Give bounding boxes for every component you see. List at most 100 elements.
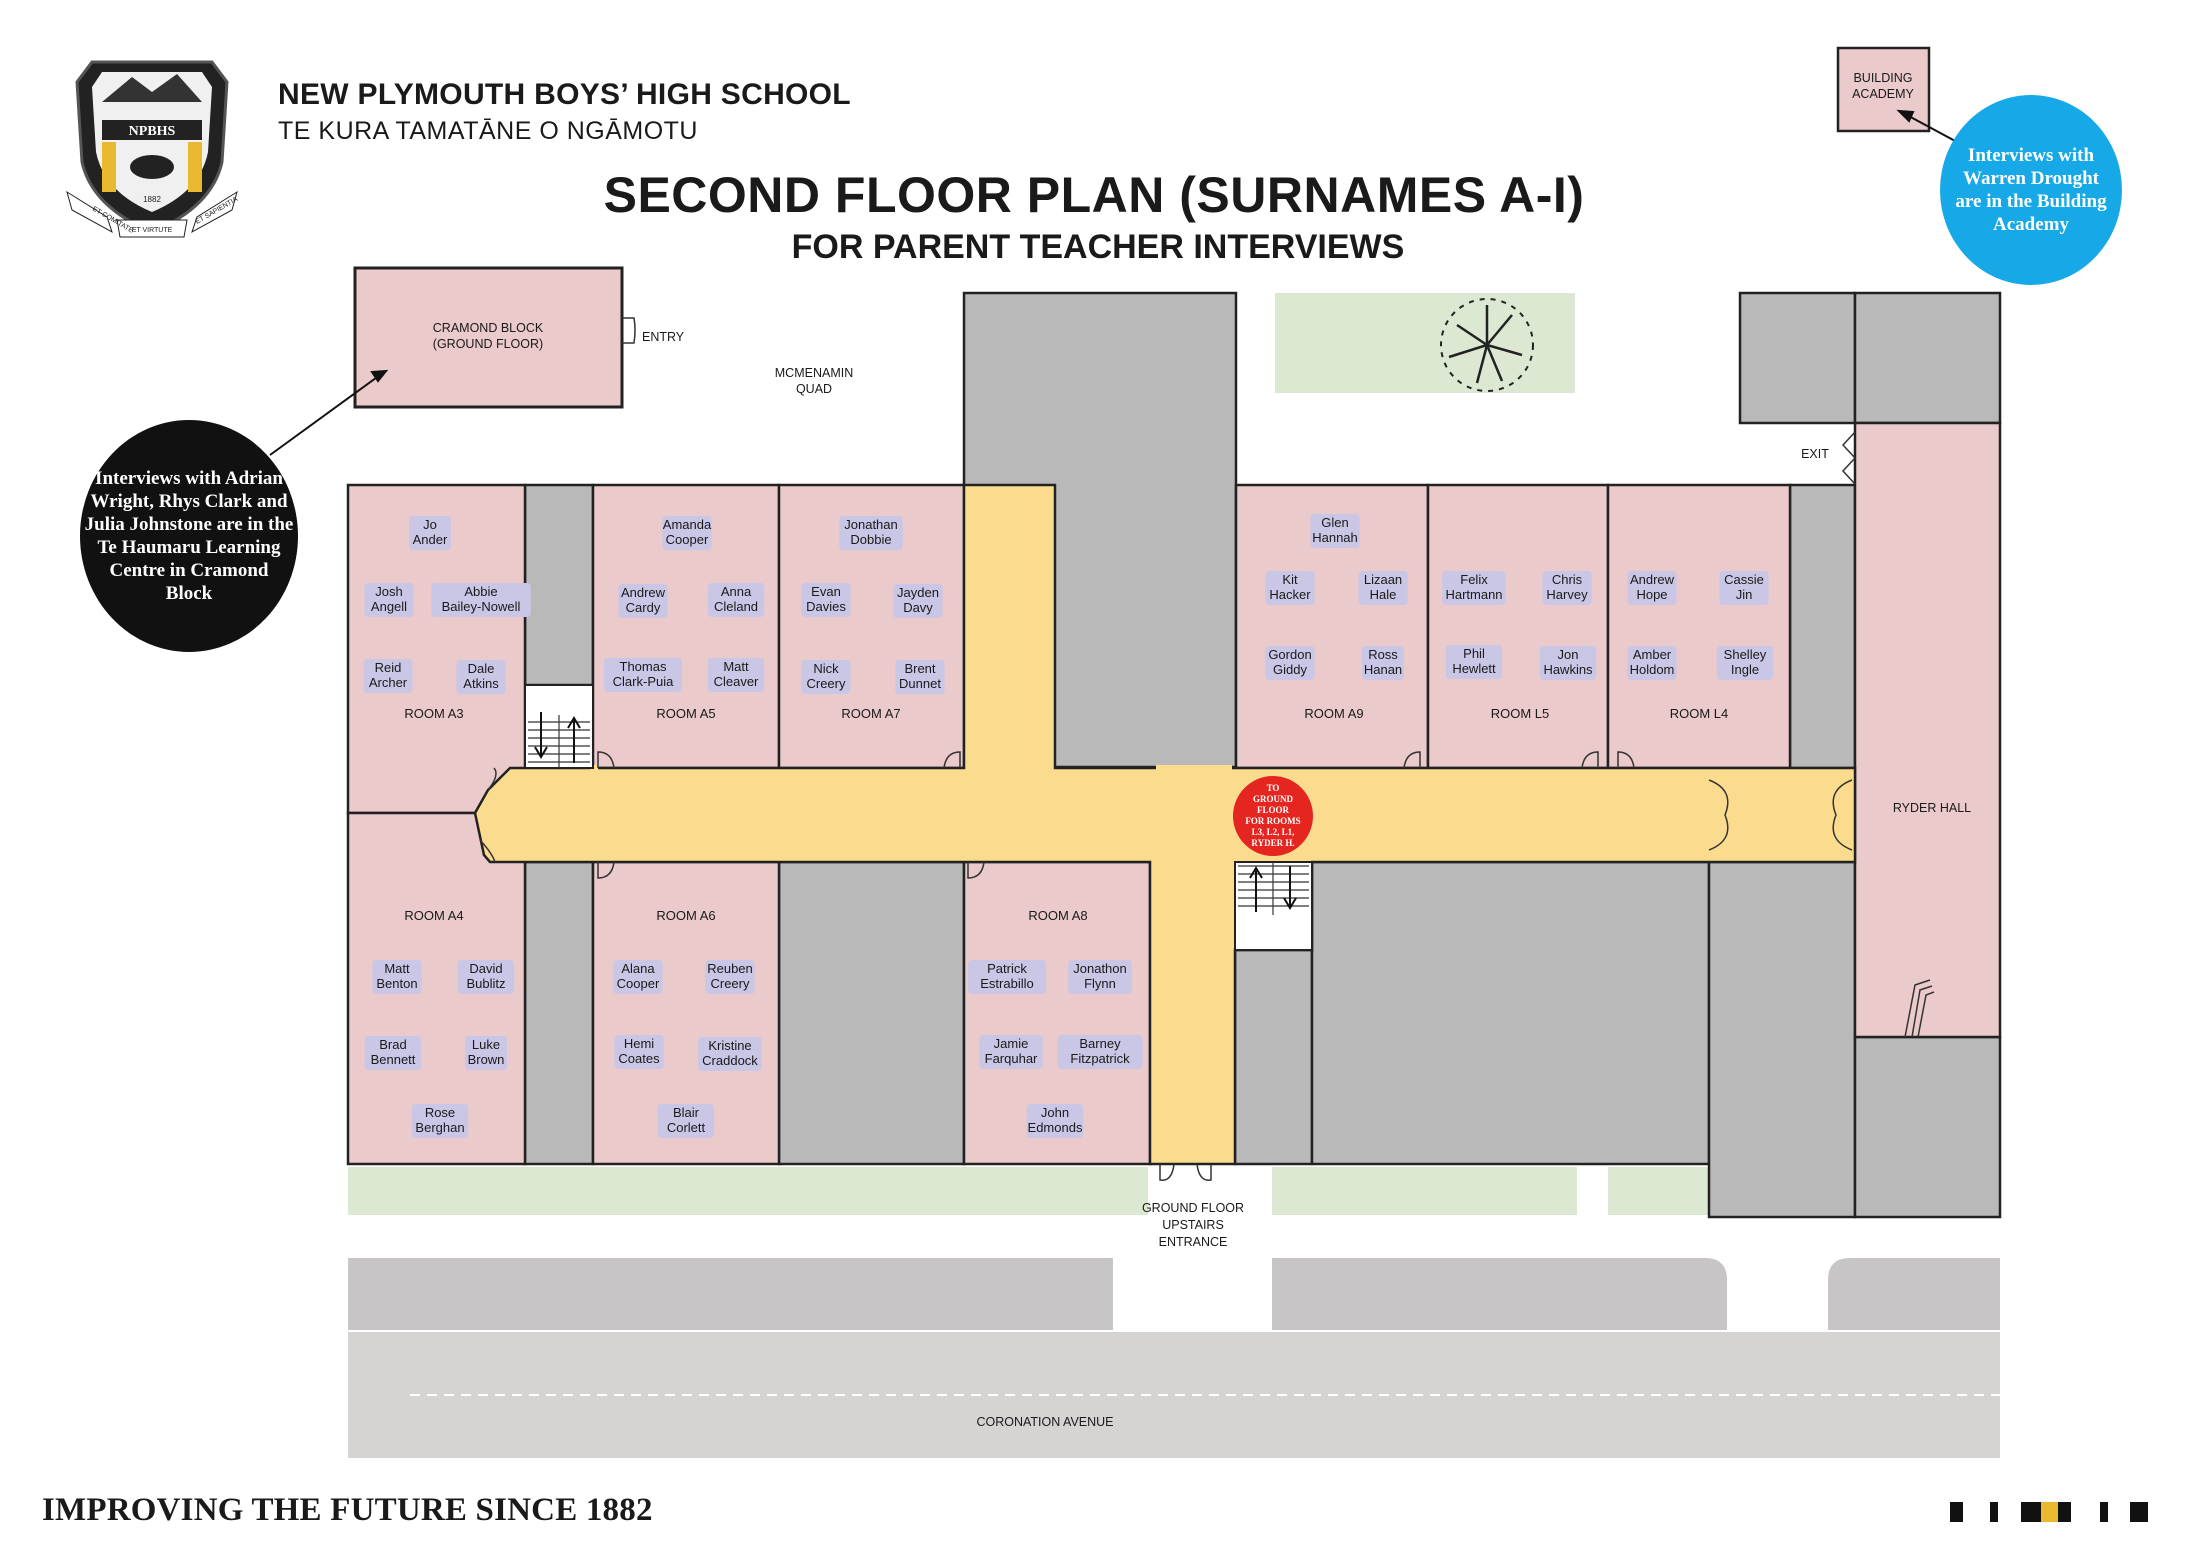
svg-text:FLOOR: FLOOR	[1257, 805, 1290, 815]
teacher-name: Matt	[723, 659, 749, 674]
grass-strip	[1608, 1167, 1708, 1215]
teacher-name: Cooper	[666, 532, 709, 547]
teacher-name: Luke	[472, 1037, 500, 1052]
teacher-name: Bublitz	[466, 976, 505, 991]
svg-text:GROUND: GROUND	[1253, 794, 1293, 804]
teacher-name: Ander	[413, 532, 448, 547]
teacher-name: David	[469, 961, 502, 976]
teacher-name: Phil	[1463, 646, 1485, 661]
teacher-name: Coates	[618, 1051, 660, 1066]
stairwell-block	[523, 483, 595, 687]
grass-strip	[348, 1167, 1148, 1215]
parking-area	[1828, 1258, 2000, 1330]
parking-area	[1272, 1258, 1727, 1330]
entry-label: ENTRY	[642, 330, 685, 344]
parking-area	[348, 1258, 1113, 1330]
room-label: ROOM A6	[656, 908, 715, 923]
cramond-label: CRAMOND BLOCK	[433, 321, 544, 335]
teacher-name: Dunnet	[899, 676, 941, 691]
entrance-label: UPSTAIRS	[1162, 1218, 1224, 1232]
teacher-name: Holdom	[1630, 662, 1675, 677]
teacher-name: Kit	[1282, 572, 1298, 587]
footer-tagline: IMPROVING THE FUTURE SINCE 1882	[42, 1492, 653, 1528]
teacher-name: Amanda	[663, 517, 712, 532]
ryder-hall-label: RYDER HALL	[1893, 801, 1971, 815]
crest-initials: NPBHS	[129, 124, 176, 139]
svg-text:RYDER H.: RYDER H.	[1251, 838, 1294, 848]
teacher-name: Brad	[379, 1037, 406, 1052]
teacher-name: Hale	[1370, 587, 1397, 602]
teacher-name: Farquhar	[985, 1051, 1038, 1066]
crest-year: 1882	[143, 195, 161, 204]
school-name: NEW PLYMOUTH BOYS’ HIGH SCHOOL	[278, 78, 851, 111]
teacher-name: Hanan	[1364, 662, 1402, 677]
svg-text:FOR ROOMS: FOR ROOMS	[1245, 816, 1300, 826]
room-label: ROOM A9	[1304, 706, 1363, 721]
road	[348, 1332, 2000, 1458]
teacher-name: Patrick	[987, 961, 1027, 976]
teacher-name: Jamie	[994, 1036, 1029, 1051]
teacher-name: Corlett	[667, 1120, 706, 1135]
teacher-name: Cassie	[1724, 572, 1764, 587]
school-subtitle: TE KURA TAMATĀNE O NGĀMOTU	[278, 117, 698, 145]
teacher-name: Jonathan	[844, 517, 898, 532]
tree-icon	[1440, 298, 1534, 392]
teacher-name: Bailey-Nowell	[442, 599, 521, 614]
teacher-name: Bennett	[371, 1052, 416, 1067]
teacher-name: Cooper	[617, 976, 660, 991]
arrow-to-academy	[1904, 113, 1958, 143]
teacher-name: Clark-Puia	[613, 674, 674, 689]
teacher-name: Abbie	[464, 584, 497, 599]
teacher-name: Brown	[468, 1052, 505, 1067]
building-grey	[1788, 483, 1857, 770]
room-l5	[1426, 483, 1610, 770]
page-subtitle: FOR PARENT TEACHER INTERVIEWS	[791, 228, 1405, 266]
exit-label: EXIT	[1801, 447, 1829, 461]
to-ground-floor-sign: TO GROUND FLOOR FOR ROOMS L3, L2, L1, RY…	[1233, 776, 1313, 856]
academy-label: BUILDING	[1853, 71, 1912, 85]
building-grey	[1853, 1035, 2002, 1219]
teacher-name: Hacker	[1269, 587, 1311, 602]
teacher-name: Josh	[375, 584, 402, 599]
teacher-name: Berghan	[415, 1120, 464, 1135]
teacher-name: Creery	[710, 976, 750, 991]
cramond-block	[353, 266, 624, 409]
teacher-name: Estrabillo	[980, 976, 1033, 991]
teacher-name: Andrew	[621, 585, 666, 600]
teacher-name: Chris	[1552, 572, 1583, 587]
teacher-name: Cardy	[626, 600, 661, 615]
teacher-name: Benton	[376, 976, 417, 991]
building-grey	[1853, 291, 2002, 425]
teacher-name: Jo	[423, 517, 437, 532]
svg-text:TO: TO	[1267, 783, 1280, 793]
building-grey	[777, 860, 966, 1166]
building-grey	[523, 860, 595, 1166]
teacher-name: Angell	[371, 599, 407, 614]
academy-callout: Interviews with Warren Drought are in th…	[1940, 95, 2122, 285]
quad-label: MCMENAMIN	[775, 366, 853, 380]
room-label: ROOM A5	[656, 706, 715, 721]
teacher-name: Hawkins	[1543, 662, 1593, 677]
teacher-name: Anna	[721, 584, 752, 599]
teacher-name: Dale	[468, 661, 495, 676]
building-grey	[1707, 860, 1857, 1219]
